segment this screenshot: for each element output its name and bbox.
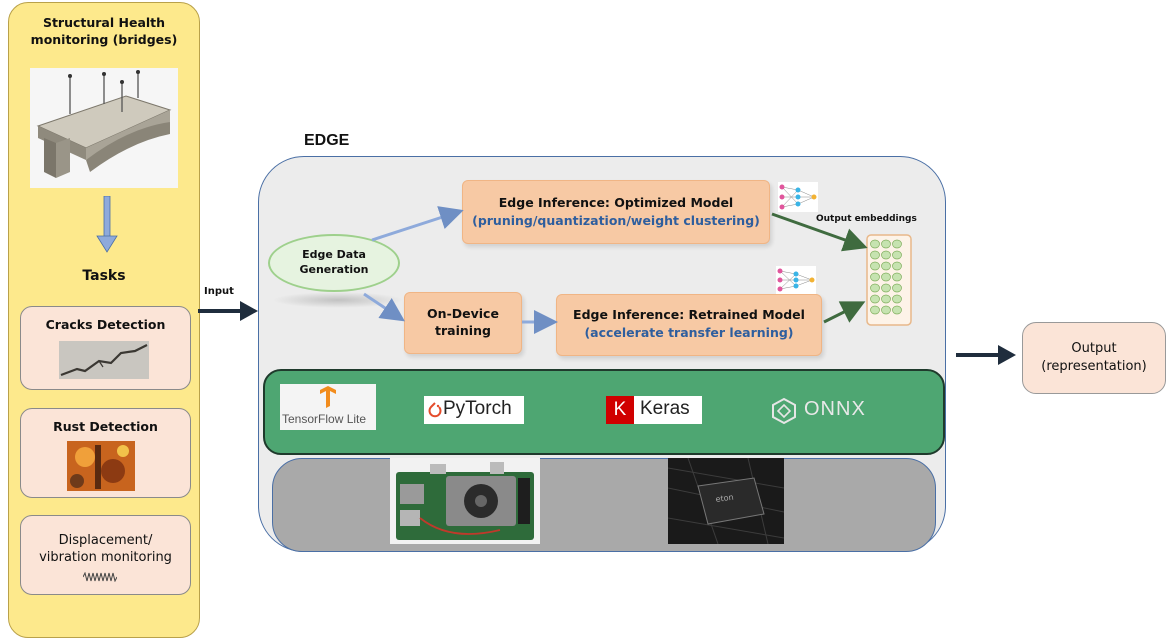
output-embeddings-label: Output embeddings bbox=[816, 214, 917, 224]
task-displacement-monitoring: Displacement/ vibration monitoring bbox=[20, 515, 191, 595]
onnx-logo: ONNX bbox=[770, 396, 888, 426]
vibration-signal-icon bbox=[83, 572, 117, 582]
onnx-label: ONNX bbox=[804, 398, 866, 420]
output-line1: Output bbox=[1071, 341, 1117, 356]
application-title-line1: Structural Health bbox=[42, 15, 166, 30]
keras-logo: K Keras bbox=[606, 396, 702, 424]
optimized-subtitle: (pruning/quantization/weight clustering) bbox=[472, 213, 760, 228]
edge-data-generation: Edge Data Generation bbox=[268, 234, 400, 292]
edge-chip-image: eton bbox=[668, 458, 784, 544]
task-displacement-line1: Displacement/ bbox=[58, 533, 153, 548]
arrow-retrained-to-embeddings bbox=[823, 301, 866, 324]
tensorflow-lite-logo: TensorFlow Lite bbox=[280, 384, 376, 430]
output-box: Output (representation) bbox=[1022, 322, 1166, 394]
bridge-image bbox=[30, 68, 178, 188]
application-title: Structural Health monitoring (bridges) bbox=[8, 14, 200, 48]
task-cracks-detection: Cracks Detection bbox=[20, 306, 191, 390]
arrow-optimized-to-embeddings bbox=[771, 212, 868, 252]
coral-dev-board-image bbox=[390, 458, 540, 544]
on-device-line2: training bbox=[435, 323, 491, 338]
application-title-line2: monitoring (bridges) bbox=[30, 32, 178, 47]
onnx-icon bbox=[772, 397, 796, 425]
frameworks-bar bbox=[263, 369, 945, 455]
optimized-title: Edge Inference: Optimized Model bbox=[498, 195, 734, 210]
task-cracks-label: Cracks Detection bbox=[45, 317, 166, 332]
pytorch-icon bbox=[428, 402, 442, 418]
task-rust-detection: Rust Detection bbox=[20, 408, 191, 498]
on-device-line1: On-Device bbox=[427, 306, 499, 321]
keras-k-icon: K bbox=[606, 396, 634, 424]
crack-image bbox=[59, 341, 149, 379]
input-arrow bbox=[198, 301, 258, 321]
neural-network-icon bbox=[778, 182, 818, 212]
svg-text:eton: eton bbox=[715, 493, 734, 504]
neural-network-icon bbox=[776, 266, 816, 294]
rust-image bbox=[67, 441, 135, 491]
edge-title: EDGE bbox=[304, 132, 350, 149]
down-arrow bbox=[96, 196, 118, 253]
output-embeddings-grid bbox=[866, 234, 912, 326]
task-displacement-label: Displacement/ vibration monitoring bbox=[21, 532, 190, 566]
on-device-training-box: On-Device training bbox=[404, 292, 522, 354]
task-displacement-line2: vibration monitoring bbox=[39, 550, 172, 565]
pytorch-label: PyTorch bbox=[443, 398, 512, 419]
ellipse-shadow bbox=[272, 292, 404, 308]
tensorflow-label: TensorFlow Lite bbox=[282, 412, 367, 426]
tensorflow-icon bbox=[320, 386, 336, 408]
arrow-to-optimized bbox=[371, 206, 464, 242]
flow-arrows bbox=[363, 206, 868, 334]
arrow-to-training bbox=[363, 292, 405, 322]
input-label: Input bbox=[204, 286, 234, 297]
tasks-label: Tasks bbox=[82, 268, 126, 284]
edge-data-generation-line1: Edge Data bbox=[302, 248, 366, 261]
edge-inference-optimized-box: Edge Inference: Optimized Model (pruning… bbox=[462, 180, 770, 244]
output-arrow bbox=[956, 345, 1016, 365]
output-line2: (representation) bbox=[1041, 359, 1147, 374]
pytorch-logo: PyTorch bbox=[424, 396, 524, 424]
edge-data-generation-line2: Generation bbox=[299, 263, 369, 276]
hardware-bar bbox=[272, 458, 936, 552]
edge-inference-retrained-box: Edge Inference: Retrained Model (acceler… bbox=[556, 294, 822, 356]
task-rust-label: Rust Detection bbox=[53, 419, 158, 434]
retrained-title: Edge Inference: Retrained Model bbox=[573, 307, 805, 322]
keras-label: Keras bbox=[640, 398, 690, 419]
retrained-subtitle: (accelerate transfer learning) bbox=[584, 325, 794, 340]
